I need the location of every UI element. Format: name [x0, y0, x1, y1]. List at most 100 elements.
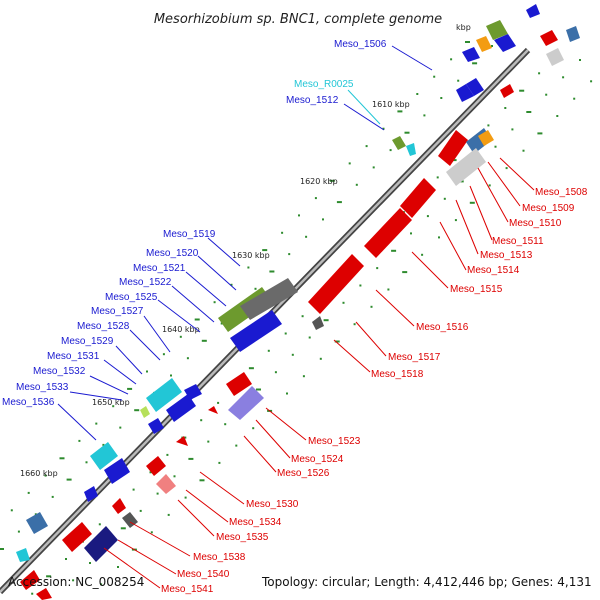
gene-rev[interactable]	[308, 254, 364, 314]
gene-fwd[interactable]	[466, 78, 484, 96]
gene-label[interactable]: Meso_1536	[2, 397, 55, 408]
tick-dot	[0, 548, 4, 550]
gene-label[interactable]: Meso_1511	[492, 236, 544, 247]
gene-rev[interactable]	[500, 84, 514, 98]
gene-rev[interactable]	[20, 570, 40, 590]
gene-rev[interactable]	[62, 522, 92, 552]
gene-fwd[interactable]	[462, 47, 480, 62]
accession-text: Accession: NC_008254	[8, 575, 144, 589]
gene-rna[interactable]	[146, 378, 182, 412]
gene-rev[interactable]	[446, 148, 486, 186]
gene-label[interactable]: Meso_1532	[33, 366, 86, 377]
gene-label[interactable]: Meso_R0025	[294, 79, 354, 90]
gene-label[interactable]: Meso_1526	[277, 468, 330, 479]
gene-label[interactable]: Meso_1512	[286, 95, 339, 106]
tick-dot	[98, 523, 101, 526]
gene-rev[interactable]	[156, 474, 176, 494]
gene-label[interactable]: Meso_1529	[61, 336, 114, 347]
gene-label[interactable]: Meso_1515	[450, 284, 503, 295]
tick-dot	[438, 236, 440, 239]
gene-rev[interactable]	[112, 498, 126, 514]
gene-label[interactable]: Meso_1509	[522, 203, 575, 214]
leader-line	[89, 375, 129, 395]
gene-label[interactable]: Meso_1516	[416, 322, 469, 333]
gene-fwd[interactable]	[148, 418, 164, 434]
gene-fwd[interactable]	[166, 394, 196, 422]
gene-rev[interactable]	[208, 406, 218, 414]
gene-label[interactable]: Meso_1508	[535, 187, 588, 198]
tick-dot	[218, 461, 221, 464]
leader-line	[199, 471, 245, 505]
gene-label[interactable]: Meso_1510	[509, 218, 562, 229]
gene-label[interactable]: Meso_1506	[334, 39, 387, 50]
gene-fwd[interactable]	[456, 84, 474, 102]
gene-label[interactable]: Meso_1538	[193, 552, 246, 563]
gene-fwd[interactable]	[84, 486, 98, 502]
gene-label[interactable]: Meso_1525	[105, 292, 158, 303]
gene-rev[interactable]	[36, 588, 52, 600]
gene-fwd[interactable]	[486, 20, 508, 40]
gene-label[interactable]: Meso_1533	[16, 382, 69, 393]
gene-label[interactable]: Meso_1522	[119, 277, 172, 288]
gene-rev[interactable]	[438, 130, 468, 166]
tick-dot	[235, 444, 238, 447]
gene-label[interactable]: Meso_1521	[133, 263, 186, 274]
gene-label[interactable]: Meso_1523	[308, 436, 361, 447]
gene-fwd[interactable]	[184, 384, 202, 400]
gene-label[interactable]: Meso_1518	[371, 369, 424, 380]
leader-line	[103, 547, 161, 589]
tick-dot	[89, 562, 91, 564]
gene-label[interactable]: Meso_1514	[467, 265, 520, 276]
gene-fwd[interactable]	[140, 406, 150, 418]
gene-rev[interactable]	[566, 26, 580, 42]
gene-fwd[interactable]	[392, 136, 406, 150]
tick-dot	[127, 387, 133, 390]
tick-dot	[443, 197, 446, 200]
gene-rna[interactable]	[16, 548, 30, 562]
gene-rev[interactable]	[146, 456, 166, 476]
gene-rev[interactable]	[312, 316, 324, 330]
tick-dot	[305, 235, 308, 238]
tick-dot	[397, 110, 403, 113]
gene-label[interactable]: Meso_1535	[216, 532, 269, 543]
gene-rev[interactable]	[540, 30, 558, 46]
gene-fwd[interactable]	[526, 4, 540, 18]
gene-label[interactable]: Meso_1530	[246, 499, 299, 510]
gene-rev[interactable]	[176, 436, 188, 446]
tick-dot	[494, 145, 497, 148]
gene-label[interactable]: Meso_1531	[47, 351, 100, 362]
leader-line	[375, 289, 415, 327]
gene-label[interactable]: Meso_1520	[146, 248, 199, 259]
tick-dot	[562, 76, 565, 79]
gene-rev[interactable]	[546, 48, 564, 66]
tick-dot	[382, 127, 385, 130]
gene-rev[interactable]	[400, 178, 436, 218]
gene-fwd[interactable]	[26, 512, 48, 534]
tick-dot	[329, 179, 335, 182]
gene-fwd[interactable]	[104, 458, 130, 484]
gene-label[interactable]: Meso_1541	[161, 584, 214, 595]
gene-label[interactable]: Meso_1524	[291, 454, 344, 465]
gene-fwd[interactable]	[240, 278, 298, 320]
gene-rev[interactable]	[478, 130, 494, 146]
gene-label[interactable]: Meso_1540	[177, 569, 230, 580]
gene-label[interactable]: Meso_1534	[229, 517, 282, 528]
gene-label[interactable]: Meso_1527	[91, 306, 144, 317]
leader-line	[355, 321, 387, 357]
leader-line	[333, 339, 371, 373]
gene-rev[interactable]	[228, 386, 264, 420]
tick-dot	[31, 592, 34, 595]
gene-label[interactable]: Meso_1517	[388, 352, 441, 363]
gene-rna[interactable]	[90, 442, 118, 470]
gene-rev[interactable]	[226, 372, 252, 396]
gene-fwd[interactable]	[494, 34, 516, 52]
gene-fwd[interactable]	[476, 36, 492, 52]
gene-label[interactable]: Meso_1513	[480, 250, 533, 261]
kbp-label: 1650 kbp	[92, 398, 130, 407]
gene-fwd[interactable]	[230, 310, 282, 352]
gene-label[interactable]: Meso_1528	[77, 321, 130, 332]
gene-rna[interactable]	[406, 143, 416, 156]
gene-rev[interactable]	[84, 526, 118, 562]
gene-label[interactable]: Meso_1519	[163, 229, 216, 240]
gene-rev[interactable]	[364, 208, 412, 258]
